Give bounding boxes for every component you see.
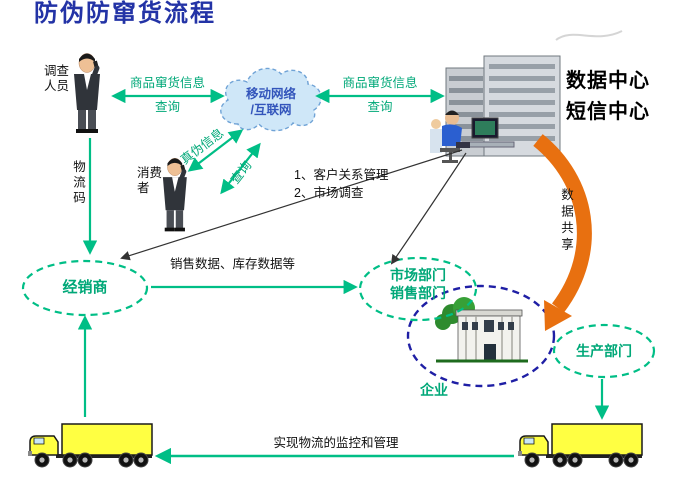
investigator-label: 调查 人员 [44, 64, 70, 93]
investigator-illustration [74, 53, 100, 133]
datacenter-label-line1: 数据中心 [566, 70, 650, 92]
market-label: 市场部门 销售部门 [360, 266, 476, 302]
stray-mark [555, 30, 623, 41]
production-ellipse [552, 323, 656, 379]
green-arrows [77, 88, 610, 465]
edge-sales-data: 销售数据、库存数据等 [170, 257, 296, 271]
truck-right [517, 423, 643, 468]
page-title: 防伪防窜货流程 [34, 0, 216, 27]
production-label: 生产部门 [576, 343, 632, 359]
arrow-consumer-cloud-info [187, 129, 244, 172]
note-market-research: 2、市场调查 [294, 186, 364, 200]
datacenter-label: 数据中心 短信中心 [566, 66, 650, 128]
enterprise-building [435, 297, 528, 363]
line-datacenter-distributor [120, 149, 463, 261]
edge-data-sharing: 数据共享 [559, 188, 573, 254]
cloud-label-line2: /互联网 [250, 103, 292, 117]
enterprise-ellipse [406, 284, 556, 388]
edge-logistics-code: 物流码 [71, 160, 85, 207]
note-crm: 1、客户关系管理 [294, 168, 389, 182]
datacenter-label-line2: 短信中心 [566, 101, 650, 123]
edge-query-left: 查询 [154, 100, 180, 114]
cloud-label-line1: 移动网络 [245, 87, 296, 101]
cloud-label: 移动网络 /互联网 [233, 86, 309, 118]
consumer-label: 消费 者 [137, 166, 163, 195]
edge-query-right: 查询 [367, 100, 393, 114]
operator-illustration [430, 110, 515, 163]
edge-goods-info-right: 商品窜货信息 [342, 76, 418, 90]
distributor-ellipse [21, 259, 149, 317]
cloud-shape [220, 67, 322, 132]
data-sharing-arrow [533, 134, 592, 331]
market-label-line1: 市场部门 [390, 267, 446, 283]
enterprise-label: 企业 [420, 382, 448, 398]
edge-goods-info-left: 商品窜货信息 [129, 76, 205, 90]
arrow-consumer-cloud-query [220, 142, 261, 195]
market-label-line2: 销售部门 [390, 285, 446, 301]
distributor-label: 经销商 [62, 279, 108, 296]
market-ellipse [358, 256, 478, 322]
edge-logistics-management: 实现物流的监控和管理 [273, 436, 399, 450]
consumer-illustration [162, 157, 187, 232]
truck-left [27, 423, 153, 468]
line-datacenter-market [390, 152, 467, 265]
